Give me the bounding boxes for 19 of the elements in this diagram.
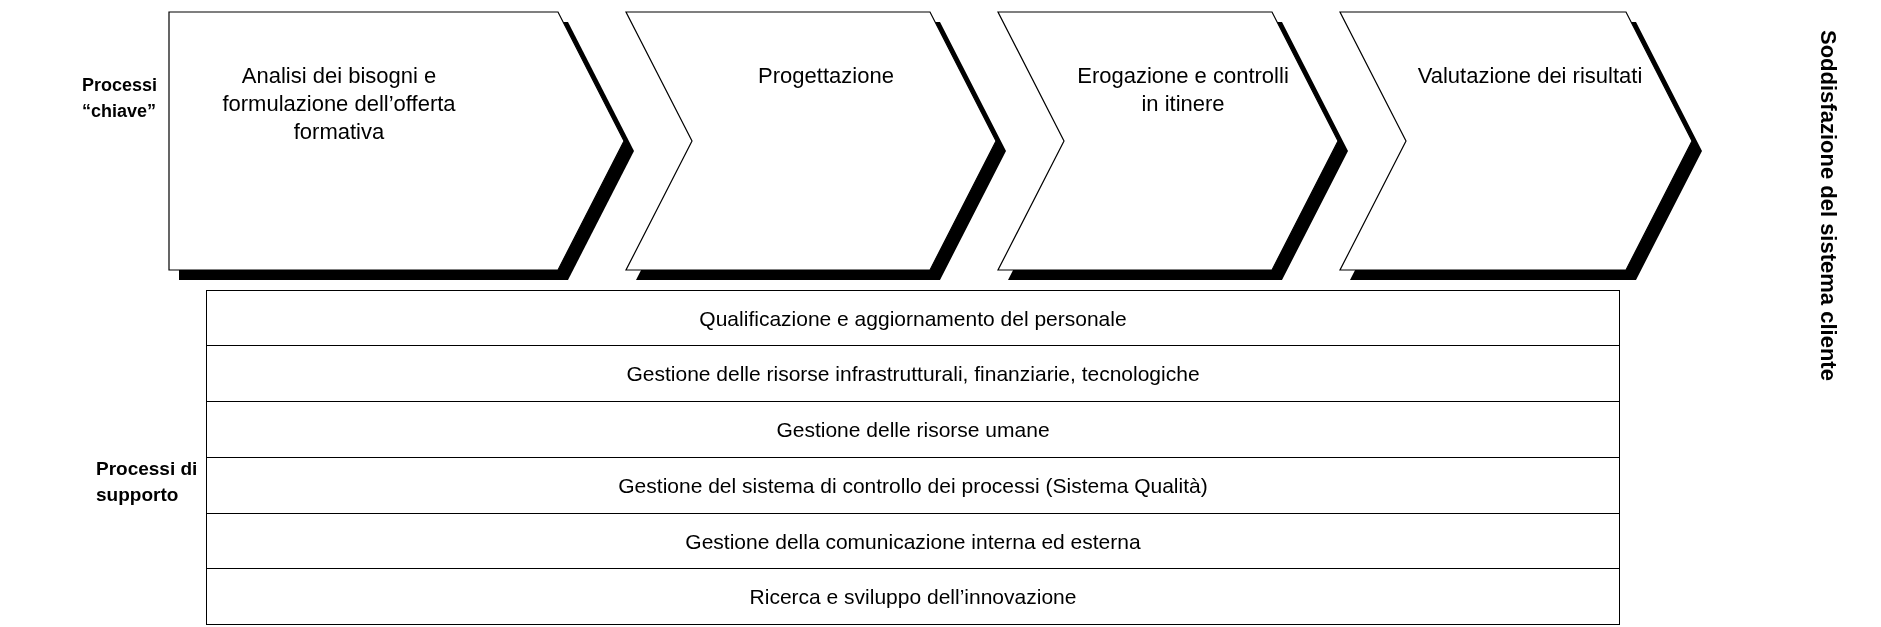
chevron-label: Analisi dei bisogni e formulazione dell’offerta formativa (221, 62, 457, 146)
row-label: Gestione del sistema di controllo dei processi (Sistema Qualità) (618, 472, 1208, 499)
row-label: Gestione delle risorse umane (776, 416, 1050, 443)
row-label: Qualificazione e aggiornamento del personale (699, 305, 1127, 332)
group-label: Processi “chiave” (82, 74, 159, 123)
chevron-label: Progettazione (758, 62, 894, 90)
process-row (206, 457, 1620, 514)
chevron-label: Erogazione e controlli in itinere (1076, 62, 1290, 118)
chevron-label: Valutazione dei risultati (1417, 62, 1643, 90)
group-label: Processi di supporto (96, 457, 199, 507)
process-row (206, 568, 1620, 625)
row-label: Gestione delle risorse infrastrutturali, finanziarie, tecnologiche (626, 360, 1200, 387)
row-label: Ricerca e sviluppo dell’innovazione (749, 583, 1077, 610)
process-row (206, 345, 1620, 402)
row-label: Gestione della comunicazione interna ed esterna (685, 528, 1141, 555)
side-label: Soddisfazione del sistema cliente (1815, 30, 1842, 383)
process-row (206, 290, 1620, 347)
process-row (206, 401, 1620, 458)
process-row (206, 513, 1620, 570)
